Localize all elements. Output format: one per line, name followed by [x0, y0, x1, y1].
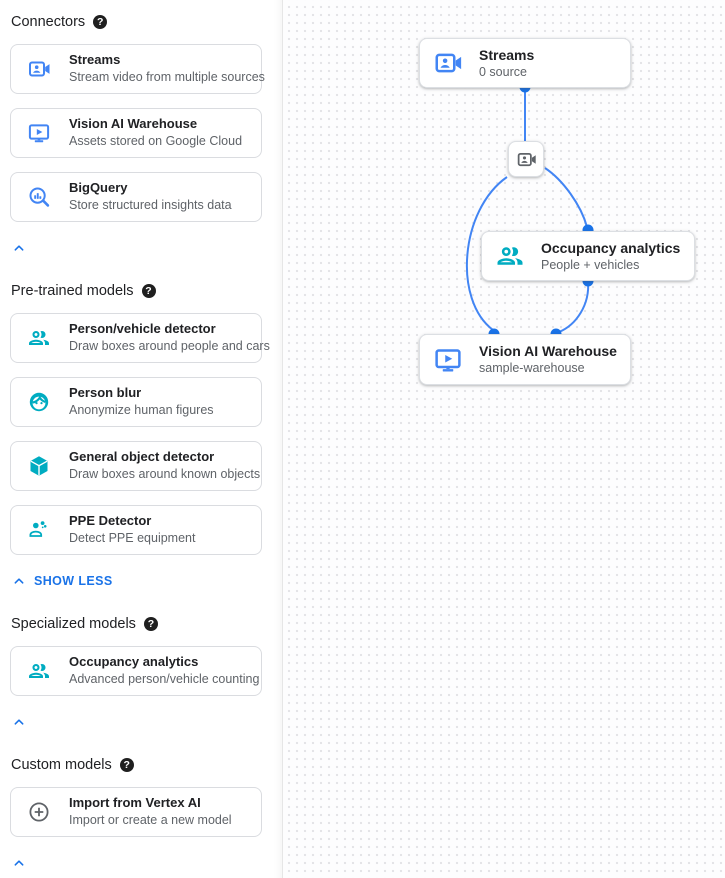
card-import-from-vertex-ai[interactable]: Import from Vertex AI Import or create a… [10, 787, 262, 837]
section-title: Custom models ? [11, 756, 262, 774]
sidebar-section-connectors: Connectors ? Streams Stream video from m… [10, 13, 265, 258]
warehouse-monitor-icon [27, 121, 51, 145]
chevron-up-icon [14, 578, 24, 584]
card-subtitle: Stream video from multiple sources [69, 70, 265, 85]
section-title-label: Specialized models [11, 616, 136, 632]
help-icon[interactable]: ? [119, 758, 134, 772]
chevron-up-icon [14, 860, 24, 866]
card-title: General object detector [69, 449, 215, 465]
people-group-icon [495, 241, 525, 271]
video-camera-icon [433, 48, 463, 78]
card-bigquery[interactable]: BigQuery Store structured insights data [10, 172, 262, 222]
flow-canvas[interactable]: Streams 0 source Occupancy analytics Peo… [283, 0, 725, 878]
ppe-person-icon [27, 518, 51, 542]
node-title: Occupancy analytics [541, 239, 681, 256]
person-blur-face-icon [27, 390, 51, 414]
node-vision-ai-warehouse[interactable]: Vision AI Warehouse sample-warehouse [419, 334, 631, 385]
node-subtitle: sample-warehouse [479, 361, 585, 376]
video-camera-icon [516, 149, 537, 170]
show-less-button[interactable]: SHOW LESS [11, 571, 113, 591]
section-cards: Streams Stream video from multiple sourc… [10, 44, 265, 222]
chevron-up-icon [14, 245, 24, 251]
show-less-button[interactable] [11, 238, 34, 258]
node-subtitle: People + vehicles [541, 257, 640, 272]
import-plus-icon [27, 800, 51, 824]
section-cards: Import from Vertex AI Import or create a… [10, 787, 262, 837]
node-streams[interactable]: Streams 0 source [419, 38, 631, 88]
bigquery-search-icon [27, 185, 51, 209]
section-title-label: Connectors [11, 14, 86, 30]
node-subtitle: 0 source [479, 64, 527, 79]
card-title: Occupancy analytics [69, 654, 199, 670]
sidebar-section-pretrained-models: Pre-trained models ? Person/vehicle dete… [10, 282, 270, 591]
help-icon[interactable]: ? [93, 15, 108, 29]
card-subtitle: Draw boxes around known objects [69, 467, 261, 482]
edge-camera-source-to-occupancy-analytics [544, 167, 588, 228]
card-subtitle: Assets stored on Google Cloud [69, 134, 243, 149]
video-camera-icon [27, 57, 51, 81]
edge-layer [465, 81, 594, 340]
section-cards: Occupancy analytics Advanced person/vehi… [10, 646, 262, 696]
node-title: Streams [479, 46, 535, 63]
warehouse-monitor-icon [433, 345, 463, 375]
card-title: Vision AI Warehouse [69, 116, 198, 132]
show-less-label: SHOW LESS [34, 574, 113, 588]
show-less-button[interactable] [11, 853, 34, 873]
card-title: Import from Vertex AI [69, 795, 201, 811]
card-person-blur[interactable]: Person blur Anonymize human figures [10, 377, 262, 427]
people-group-icon [27, 326, 51, 350]
card-subtitle: Draw boxes around people and cars [69, 339, 270, 354]
card-title: Person/vehicle detector [69, 321, 216, 337]
card-ppe-detector[interactable]: PPE Detector Detect PPE equipment [10, 505, 262, 555]
node-camera-source[interactable] [508, 141, 544, 177]
help-icon[interactable]: ? [143, 617, 158, 631]
sidebar-section-specialized-models: Specialized models ? Occupancy analytics… [10, 615, 262, 732]
card-streams[interactable]: Streams Stream video from multiple sourc… [10, 44, 265, 94]
show-less-button[interactable] [11, 712, 34, 732]
card-title: PPE Detector [69, 513, 152, 529]
object-cube-icon [27, 454, 51, 478]
card-person-vehicle-detector[interactable]: Person/vehicle detector Draw boxes aroun… [10, 313, 270, 363]
sidebar-section-custom-models: Custom models ? Import from Vertex AI Im… [10, 756, 262, 873]
node-occupancy-analytics[interactable]: Occupancy analytics People + vehicles [481, 231, 695, 281]
card-vision-ai-warehouse[interactable]: Vision AI Warehouse Assets stored on Goo… [10, 108, 262, 158]
card-title: BigQuery [69, 180, 128, 196]
section-cards: Person/vehicle detector Draw boxes aroun… [10, 313, 270, 555]
help-icon[interactable]: ? [141, 284, 156, 298]
palette-sidebar: Connectors ? Streams Stream video from m… [0, 0, 283, 878]
section-title: Connectors ? [11, 13, 262, 31]
section-title-label: Custom models [11, 757, 112, 773]
section-title: Pre-trained models ? [11, 282, 262, 300]
people-group-icon [27, 659, 51, 683]
card-subtitle: Advanced person/vehicle counting [69, 672, 260, 687]
card-subtitle: Detect PPE equipment [69, 531, 196, 546]
node-title: Vision AI Warehouse [479, 343, 617, 360]
edge-occupancy-analytics-to-vision-ai-warehouse [558, 280, 590, 333]
card-subtitle: Anonymize human figures [69, 403, 214, 418]
card-general-object-detector[interactable]: General object detector Draw boxes aroun… [10, 441, 262, 491]
section-title: Specialized models ? [11, 615, 262, 633]
card-title: Streams [69, 52, 121, 68]
chevron-up-icon [14, 719, 24, 725]
card-title: Person blur [69, 385, 142, 401]
card-subtitle: Store structured insights data [69, 198, 232, 213]
section-title-label: Pre-trained models [11, 283, 134, 299]
card-occupancy-analytics[interactable]: Occupancy analytics Advanced person/vehi… [10, 646, 262, 696]
card-subtitle: Import or create a new model [69, 813, 232, 828]
